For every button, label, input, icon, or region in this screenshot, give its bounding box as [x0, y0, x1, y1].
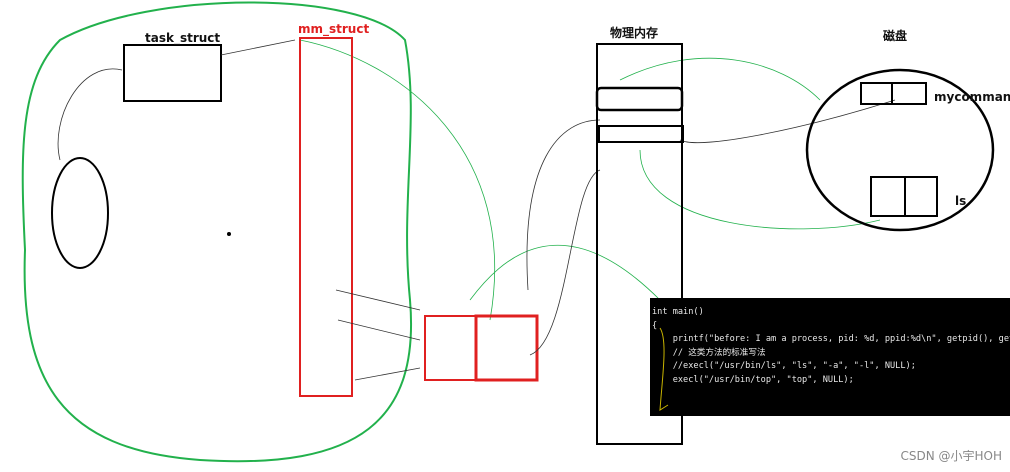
- ls-file-a: [870, 176, 906, 217]
- page-table-left: [424, 315, 477, 381]
- green-arrow-line: [299, 39, 881, 321]
- mapping-arrows: [57, 39, 896, 381]
- ls-file-b: [904, 176, 938, 217]
- code-line: // 这类方法的标准写法: [652, 347, 766, 358]
- dot: [227, 232, 231, 236]
- code-line: printf("before: I am a process, pid: %d,…: [672, 334, 1010, 344]
- task-struct-label: task_struct: [145, 31, 220, 46]
- mycommand-file-a: [860, 82, 893, 105]
- mm-struct-box: [299, 37, 353, 397]
- ellipse-region: [51, 157, 109, 269]
- code-line: //execl("/usr/bin/ls", "ls", "-a", "-l",…: [652, 361, 916, 371]
- memory-page-1: [595, 86, 684, 112]
- mycommand-file-b: [891, 82, 927, 105]
- disk-circle: [805, 68, 995, 232]
- ls-label: ls: [955, 194, 966, 208]
- memory-page-2: [598, 125, 684, 143]
- mycommand-label: mycomman: [934, 90, 1010, 104]
- disk-label: 磁盘: [882, 28, 907, 43]
- code-line: {: [652, 320, 658, 331]
- task-struct-box: [123, 44, 222, 102]
- code-snippet: int main() { printf("before: I am a proce…: [650, 298, 1010, 416]
- page-table-right: [474, 314, 539, 382]
- green-outline: [21, 1, 412, 463]
- watermark: CSDN @小宇HOH: [900, 449, 1002, 463]
- code-line: int main(): [652, 307, 704, 317]
- mm-struct-label: mm_struct: [298, 22, 369, 37]
- physical-memory-label: 物理内存: [610, 25, 658, 40]
- code-line: execl("/usr/bin/top", "top", NULL);: [652, 374, 854, 385]
- physical-memory-box: [596, 43, 683, 445]
